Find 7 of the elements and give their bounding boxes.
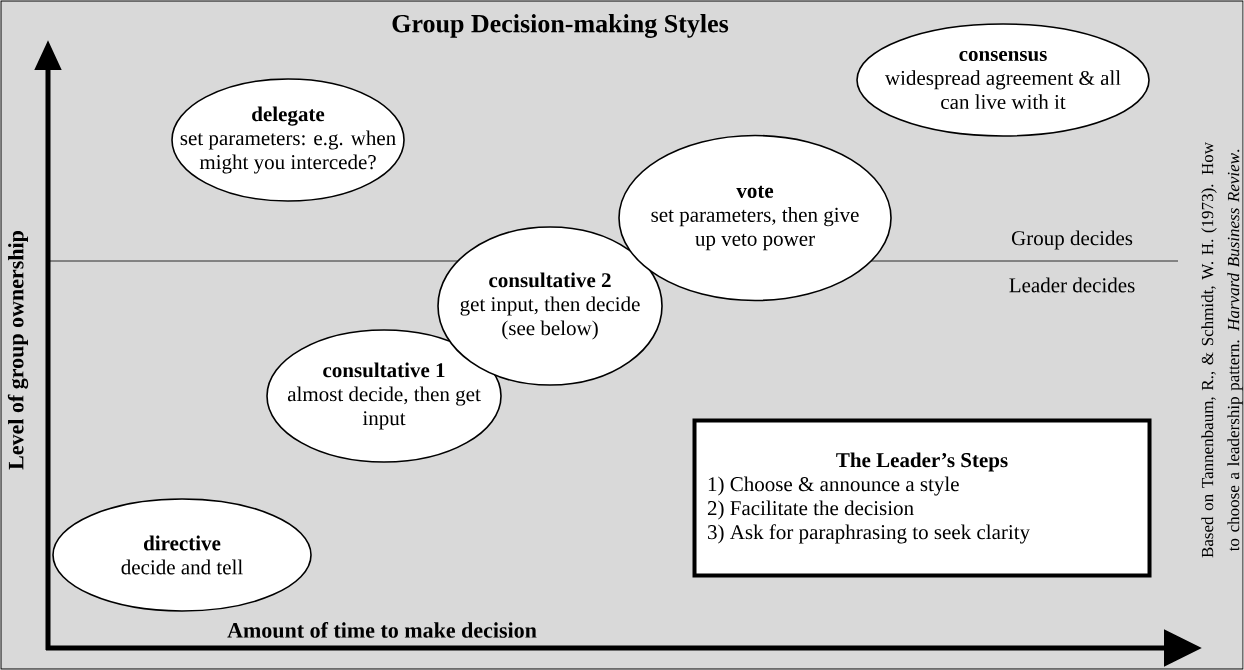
title: Group Decision-making Styles [392, 14, 729, 38]
axis-label: Amount of time to make decision [227, 622, 537, 638]
steps-box: The Leader’s Steps 1) Choose & announce a style 2) Facilitate the decision 3) Ask for paraphrasing to seek clarity [692, 418, 1152, 578]
citation: Based on Tannenbaum, R., & Schmidt, W. H. (1973). How to choose a leadership pattern. Harvard Business Review. [1201, 142, 1243, 558]
zone-label: Group decides [1011, 230, 1133, 250]
axis-label: Level of group ownership [7, 231, 29, 470]
zone-label: Leader decides [1009, 277, 1135, 293]
